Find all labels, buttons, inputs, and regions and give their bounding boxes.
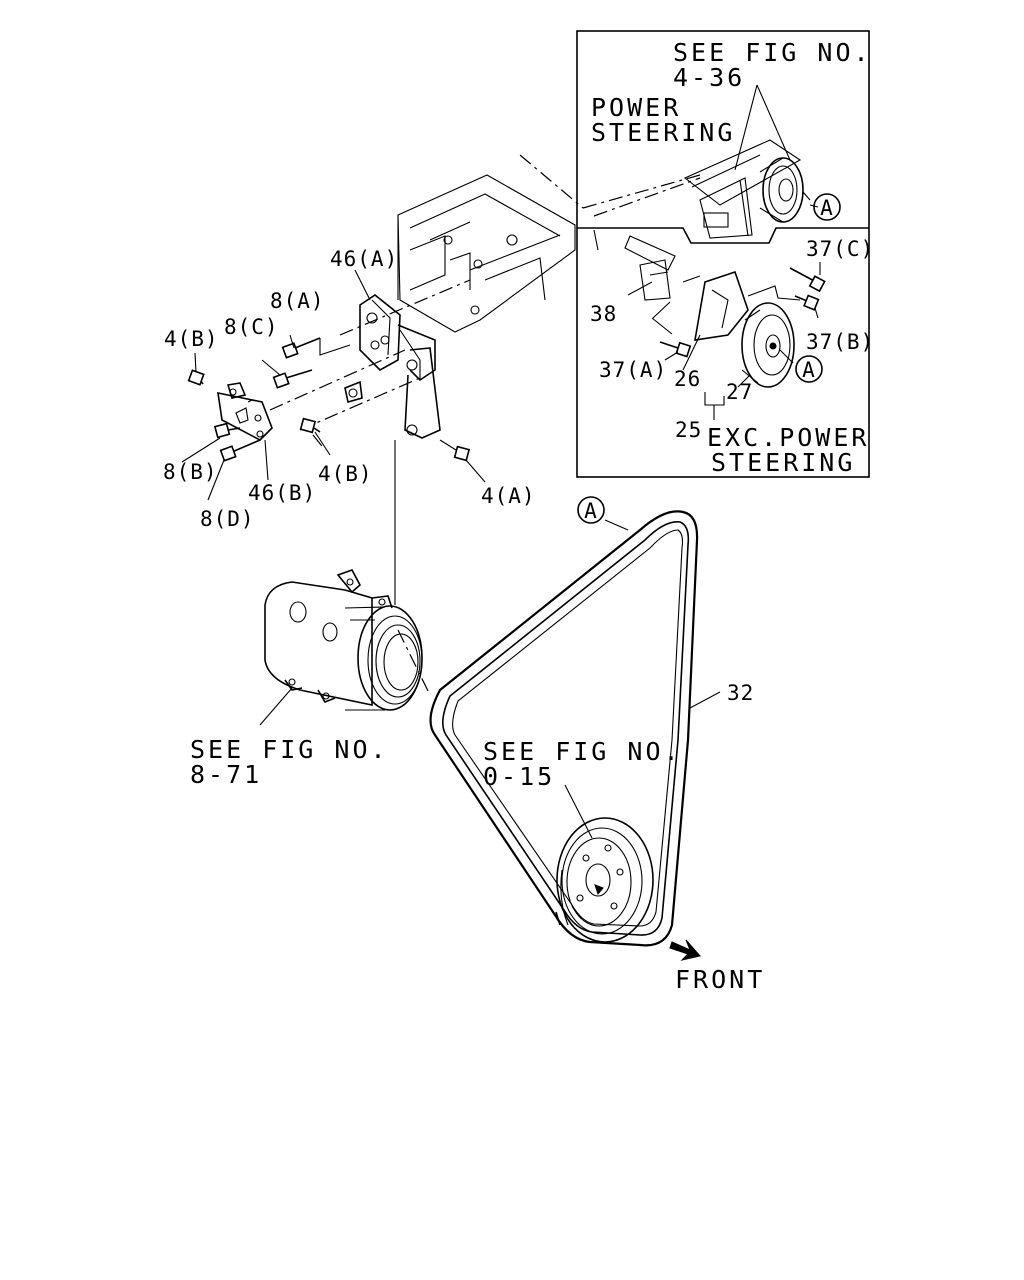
- part-label-26: 26: [674, 367, 701, 391]
- circle-ref-a-power-steering-text: A: [820, 196, 834, 220]
- part-label-37b: 37(B): [806, 330, 874, 354]
- see-fig-8-71-line1: SEE FIG NO.: [190, 735, 389, 764]
- see-fig-4-36-line1: SEE FIG NO.: [673, 38, 872, 67]
- part-label-8c: 8(C): [224, 315, 279, 339]
- see-fig-4-36-line2: 4-36: [673, 63, 745, 92]
- exc-power-steering-line1: EXC.POWER: [707, 423, 869, 452]
- front-label: FRONT: [675, 965, 765, 994]
- centerlines: [269, 154, 701, 696]
- see-fig-0-15-line1: SEE FIG NO.: [483, 737, 682, 766]
- power-steering-line1: POWER: [591, 93, 681, 122]
- inset-leaders: [627, 84, 821, 420]
- circle-ref-a-exc-power-text: A: [802, 358, 816, 382]
- part-label-4a: 4(A): [481, 484, 536, 508]
- part-label-37c: 37(C): [806, 237, 874, 261]
- bracket-46a: [344, 294, 441, 439]
- ac-compressor-drawing: [264, 569, 423, 711]
- part-label-37a: 37(A): [599, 358, 667, 382]
- part-label-4b-left: 4(B): [164, 327, 219, 351]
- idler-pulley-assembly-drawing: [593, 229, 826, 388]
- see-fig-8-71-line2: 8-71: [190, 760, 262, 789]
- crank-pulley-drawing: [555, 817, 654, 943]
- power-steering-pump-drawing: [593, 139, 811, 239]
- part-label-25: 25: [675, 418, 702, 442]
- circle-ref-a-exc-power: A: [795, 355, 823, 383]
- circle-ref-a-power-steering: A: [813, 193, 841, 221]
- power-steering-line2: STEERING: [591, 118, 735, 147]
- part-label-8b: 8(B): [163, 460, 218, 484]
- part-label-46a: 46(A): [330, 247, 398, 271]
- part-label-4b-mid: 4(B): [318, 462, 373, 486]
- part-label-27: 27: [726, 380, 753, 404]
- see-fig-0-15-line2: 0-15: [483, 762, 555, 791]
- engine-block-outline: [397, 174, 576, 333]
- circle-ref-a-belt: A: [577, 496, 605, 524]
- part-label-46b: 46(B): [248, 481, 316, 505]
- part-label-38: 38: [590, 302, 617, 326]
- part-label-32: 32: [727, 681, 754, 705]
- front-arrow-icon: [669, 939, 701, 961]
- circle-ref-a-belt-text: A: [584, 499, 598, 523]
- exc-power-steering-line2: STEERING: [711, 448, 855, 477]
- bolts-main: [187, 337, 471, 462]
- main-leaders: [181, 269, 721, 839]
- part-label-8a: 8(A): [270, 289, 325, 313]
- bracket-46b: [217, 382, 273, 441]
- drive-belt-32: [429, 510, 699, 947]
- inset-box: [576, 30, 870, 478]
- part-label-8d: 8(D): [200, 507, 255, 531]
